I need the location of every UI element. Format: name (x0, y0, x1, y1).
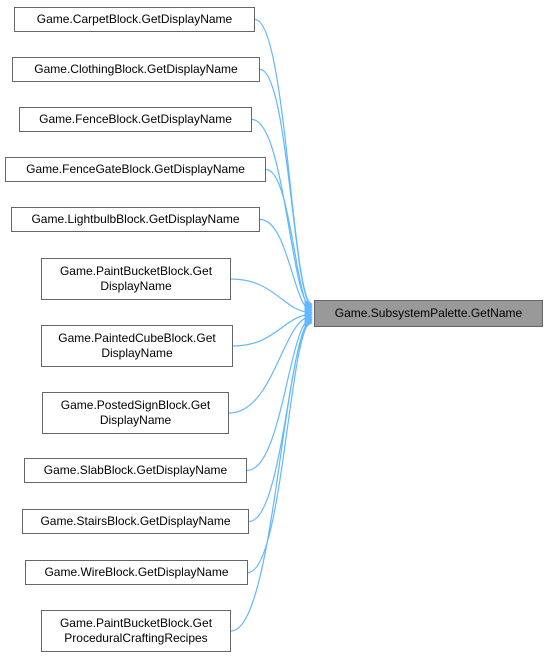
node-label: Game.WireBlock.GetDisplayName (44, 565, 229, 579)
call-edge (265, 168, 313, 314)
caller-node-lightbulb-block[interactable]: Game.LightbulbBlock.GetDisplayName (11, 207, 260, 232)
call-edge (228, 311, 313, 414)
caller-node-paint-bucket-block-display-name[interactable]: Game.PaintBucketBlock.Get DisplayName (41, 258, 231, 300)
node-label: Game.PaintedCubeBlock.Get DisplayName (58, 331, 216, 360)
call-edge (251, 118, 313, 312)
node-label: Game.SlabBlock.GetDisplayName (43, 463, 228, 477)
node-label: Game.LightbulbBlock.GetDisplayName (31, 212, 240, 226)
node-label: Game.FenceGateBlock.GetDisplayName (26, 162, 245, 176)
node-label: Game.PostedSignBlock.Get DisplayName (60, 398, 211, 427)
call-edge (259, 68, 313, 310)
call-edge (230, 318, 313, 632)
caller-node-posted-sign-block[interactable]: Game.PostedSignBlock.Get DisplayName (42, 392, 229, 434)
caller-node-slab-block[interactable]: Game.SlabBlock.GetDisplayName (24, 458, 247, 483)
node-label: Game.SubsystemPalette.GetName (334, 306, 523, 320)
node-label: Game.FenceBlock.GetDisplayName (39, 112, 232, 126)
node-label: Game.StairsBlock.GetDisplayName (40, 514, 231, 528)
caller-node-wire-block[interactable]: Game.WireBlock.GetDisplayName (25, 560, 248, 585)
caller-node-fence-block[interactable]: Game.FenceBlock.GetDisplayName (19, 107, 252, 132)
call-edge (248, 315, 313, 523)
caller-node-clothing-block[interactable]: Game.ClothingBlock.GetDisplayName (12, 57, 260, 82)
caller-node-carpet-block[interactable]: Game.CarpetBlock.GetDisplayName (14, 7, 255, 32)
node-label: Game.ClothingBlock.GetDisplayName (34, 62, 238, 76)
call-edge (259, 218, 313, 316)
call-edge (232, 310, 313, 347)
target-node-subsystem-palette-get-name: Game.SubsystemPalette.GetName (314, 300, 543, 327)
caller-node-fence-gate-block[interactable]: Game.FenceGateBlock.GetDisplayName (5, 157, 266, 182)
caller-node-painted-cube-block[interactable]: Game.PaintedCubeBlock.Get DisplayName (41, 325, 233, 367)
node-label: Game.CarpetBlock.GetDisplayName (36, 12, 233, 26)
call-edge (230, 278, 313, 317)
node-label: Game.PaintBucketBlock.Get ProceduralCraf… (59, 616, 213, 645)
caller-node-stairs-block[interactable]: Game.StairsBlock.GetDisplayName (22, 509, 249, 534)
node-label: Game.PaintBucketBlock.Get DisplayName (59, 264, 213, 293)
caller-node-paint-bucket-block-crafting-recipes[interactable]: Game.PaintBucketBlock.Get ProceduralCraf… (41, 610, 231, 652)
call-edge (246, 313, 313, 472)
